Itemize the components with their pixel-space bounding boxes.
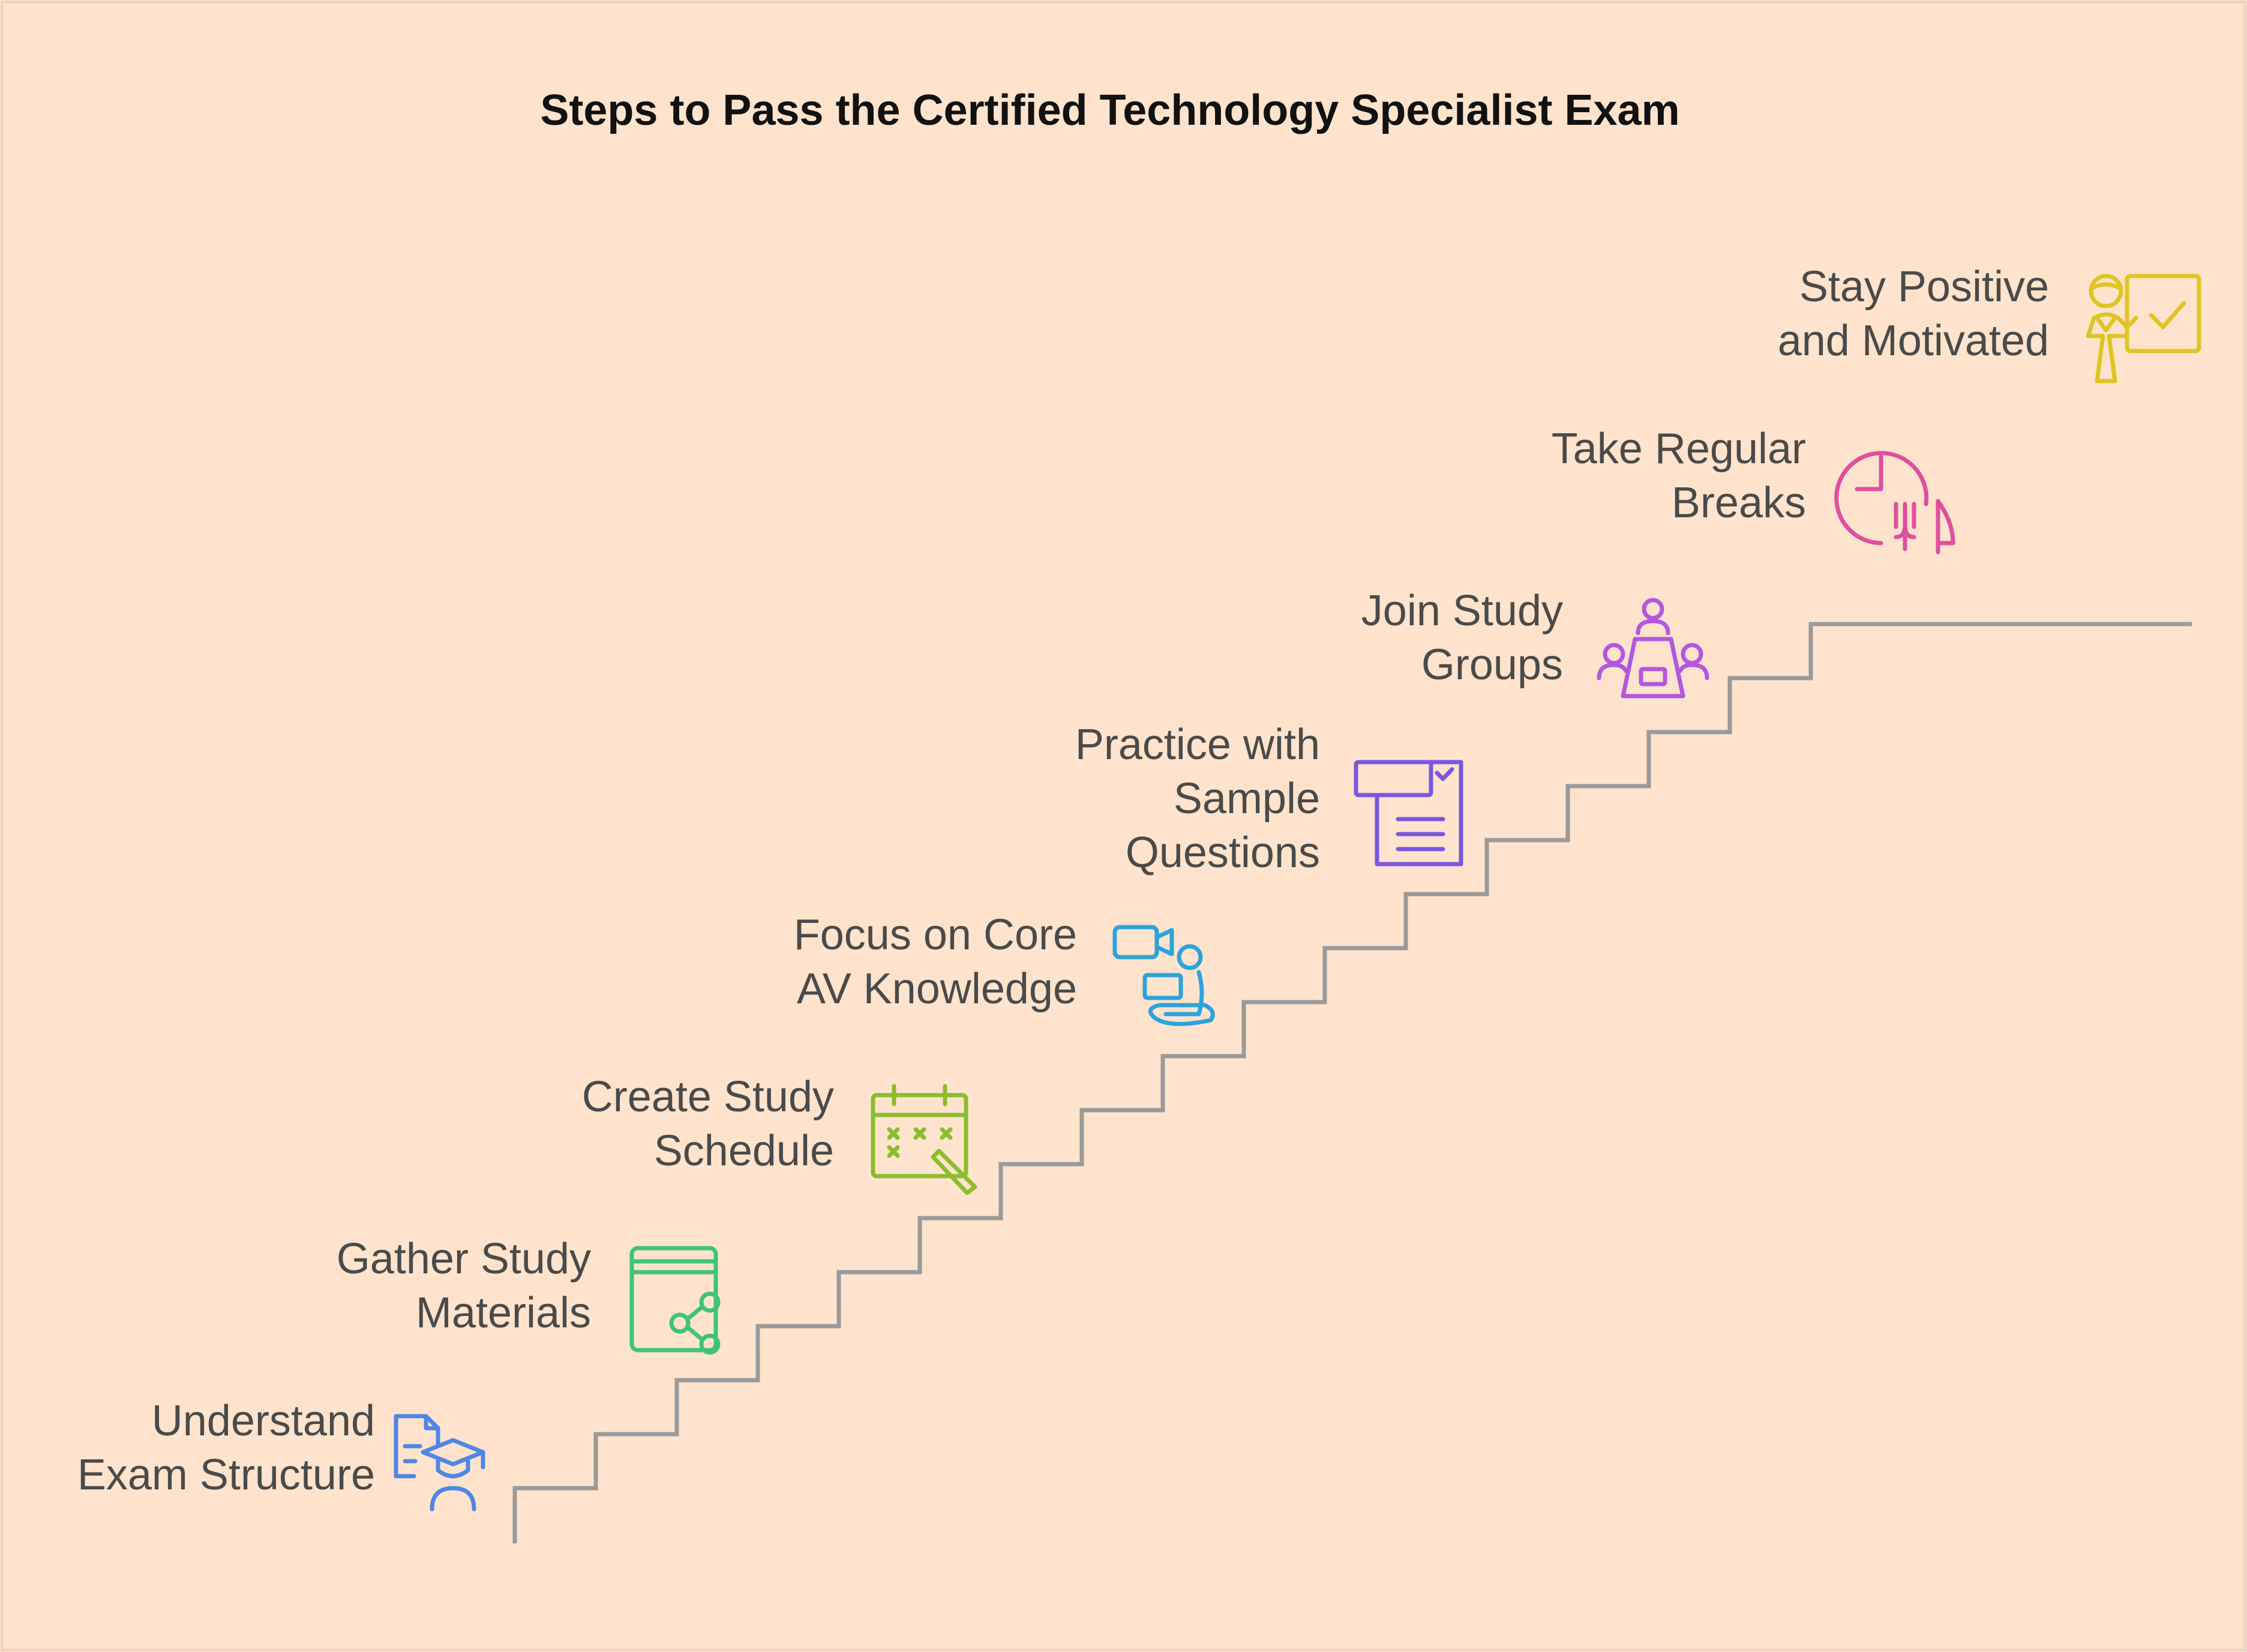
checklist-document-icon xyxy=(1354,760,1463,867)
step-label-line: Stay Positive xyxy=(1799,263,2049,311)
step-4: Focus on Core AV Knowledge xyxy=(794,911,1215,1026)
step-label-line: Focus on Core xyxy=(794,911,1077,959)
step-label-line: Understand xyxy=(152,1397,375,1445)
book-share-icon xyxy=(629,1246,721,1355)
step-label-line: Schedule xyxy=(654,1127,834,1175)
step-label-line: Sample xyxy=(1174,775,1320,823)
person-checkmark-icon xyxy=(2086,274,2201,383)
staircase-line xyxy=(512,622,2192,1543)
video-study-icon xyxy=(1112,925,1215,1026)
diagram-title: Steps to Pass the Certified Technology S… xyxy=(540,86,1679,134)
exam-student-icon xyxy=(394,1414,485,1512)
group-meeting-icon xyxy=(1597,598,1709,698)
step-label-line: Practice with xyxy=(1075,721,1320,769)
step-label-line: Gather Study xyxy=(337,1235,591,1283)
step-label-line: Groups xyxy=(1421,641,1563,689)
step-label-line: AV Knowledge xyxy=(797,965,1077,1013)
step-8: Stay Positive and Motivated xyxy=(1778,263,2201,383)
step-label-line: Create Study xyxy=(582,1073,834,1121)
step-label-line: Questions xyxy=(1126,829,1320,877)
calendar-pencil-icon xyxy=(871,1084,977,1195)
step-label-line: Exam Structure xyxy=(77,1451,375,1499)
step-label-line: Breaks xyxy=(1672,479,1806,527)
step-label-line: Materials xyxy=(416,1289,591,1337)
clock-meal-icon xyxy=(1834,451,1955,554)
step-label-line: Take Regular xyxy=(1552,425,1806,473)
step-label-line: Join Study xyxy=(1361,587,1563,635)
step-label-line: and Motivated xyxy=(1778,317,2049,365)
